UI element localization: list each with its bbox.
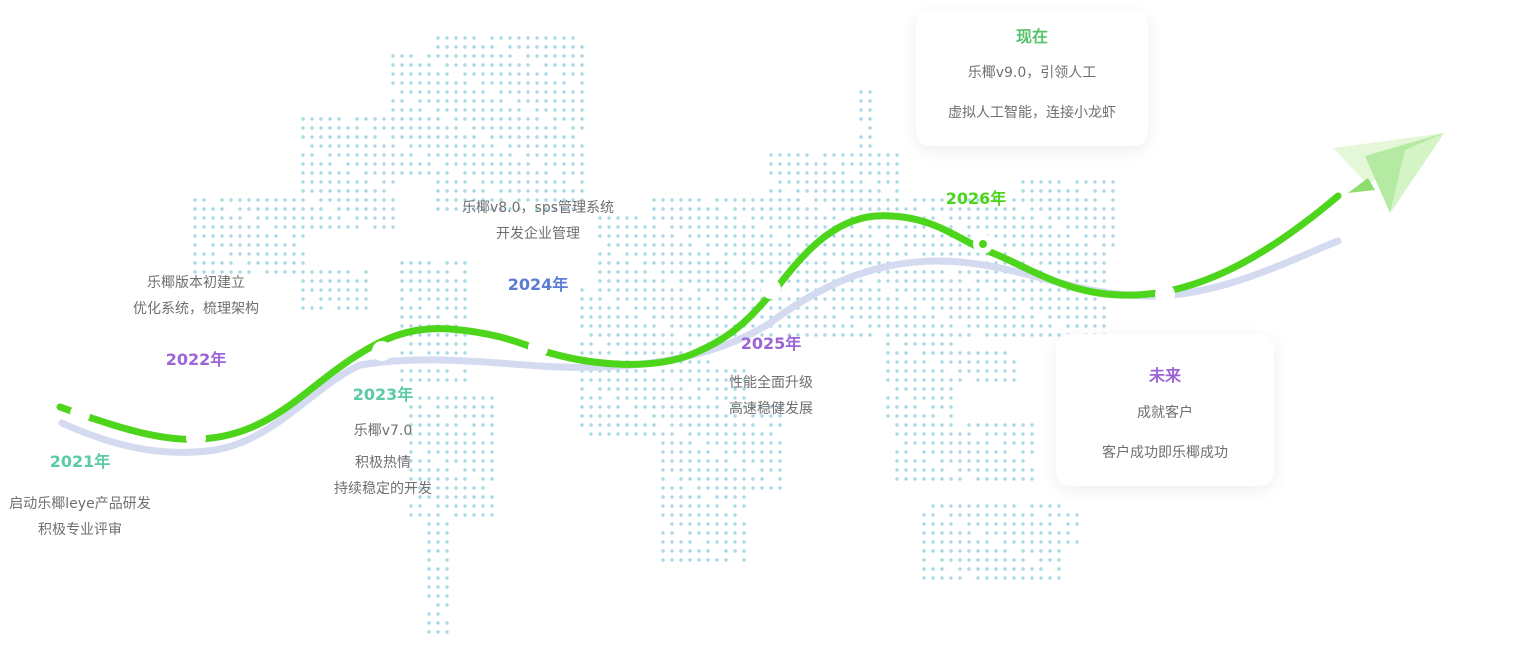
timeline-node <box>761 279 781 299</box>
milestone-2023-year: 2023年 <box>352 385 414 404</box>
milestone-2025-desc: 性能全面升级 高速稳健发展 <box>729 370 813 422</box>
timeline-node <box>372 341 392 361</box>
milestone-2024-line-1: 乐椰v8.0，sps管理系统 <box>461 200 615 216</box>
timeline-curve <box>56 192 1342 443</box>
milestone-2022-line-1: 乐椰版本初建立 <box>147 275 245 291</box>
milestone-2021-line-2: 积极专业评审 <box>38 522 122 538</box>
future-card: 未来 成就客户 客户成功即乐椰成功 <box>1056 334 1274 486</box>
milestone-2021-line-1: 启动乐椰leye产品研发 <box>9 496 151 512</box>
milestone-2025-line-2: 高速稳健发展 <box>729 401 813 417</box>
milestone-2022-year: 2022年 <box>165 350 227 369</box>
milestone-2023-line-2: 积极热情 <box>355 455 411 471</box>
milestone-2025-year: 2025年 <box>740 334 802 353</box>
milestone-2023-line-3: 持续稳定的开发 <box>334 481 432 497</box>
milestone-2023-desc: 乐椰v7.0 积极热情 持续稳定的开发 <box>334 418 432 502</box>
timeline-node <box>186 428 206 448</box>
paper-plane-icon <box>1333 133 1444 213</box>
timeline-node-active-dot <box>979 240 987 248</box>
milestone-2022-line-2: 优化系统，梳理架构 <box>133 301 259 317</box>
milestone-2022-desc: 乐椰版本初建立 优化系统，梳理架构 <box>133 270 259 322</box>
timeline-node <box>1155 284 1175 304</box>
now-card-line-2: 虚拟人工智能，连接小龙虾 <box>948 105 1116 121</box>
milestone-2026-year: 2026年 <box>945 189 1007 208</box>
milestone-2025-line-1: 性能全面升级 <box>729 375 813 391</box>
now-card-title: 现在 <box>1015 27 1048 46</box>
future-card-line-2: 客户成功即乐椰成功 <box>1102 445 1228 461</box>
milestone-2024-line-2: 开发企业管理 <box>496 226 580 242</box>
milestone-2023-line-1: 乐椰v7.0 <box>353 423 413 439</box>
milestone-2024-desc: 乐椰v8.0，sps管理系统 开发企业管理 <box>462 195 614 247</box>
timeline-node <box>528 338 548 358</box>
now-card-line-1: 乐椰v9.0，引领人工 <box>967 65 1097 81</box>
timeline-node <box>70 404 90 424</box>
now-card: 现在 乐椰v9.0，引领人工 虚拟人工智能，连接小龙虾 <box>916 11 1148 146</box>
future-card-title: 未来 <box>1148 366 1181 385</box>
milestone-2021-desc: 启动乐椰leye产品研发 积极专业评审 <box>9 491 150 543</box>
milestone-2021-year: 2021年 <box>49 452 111 471</box>
milestone-2024-year: 2024年 <box>507 275 569 294</box>
future-card-line-1: 成就客户 <box>1137 405 1193 421</box>
